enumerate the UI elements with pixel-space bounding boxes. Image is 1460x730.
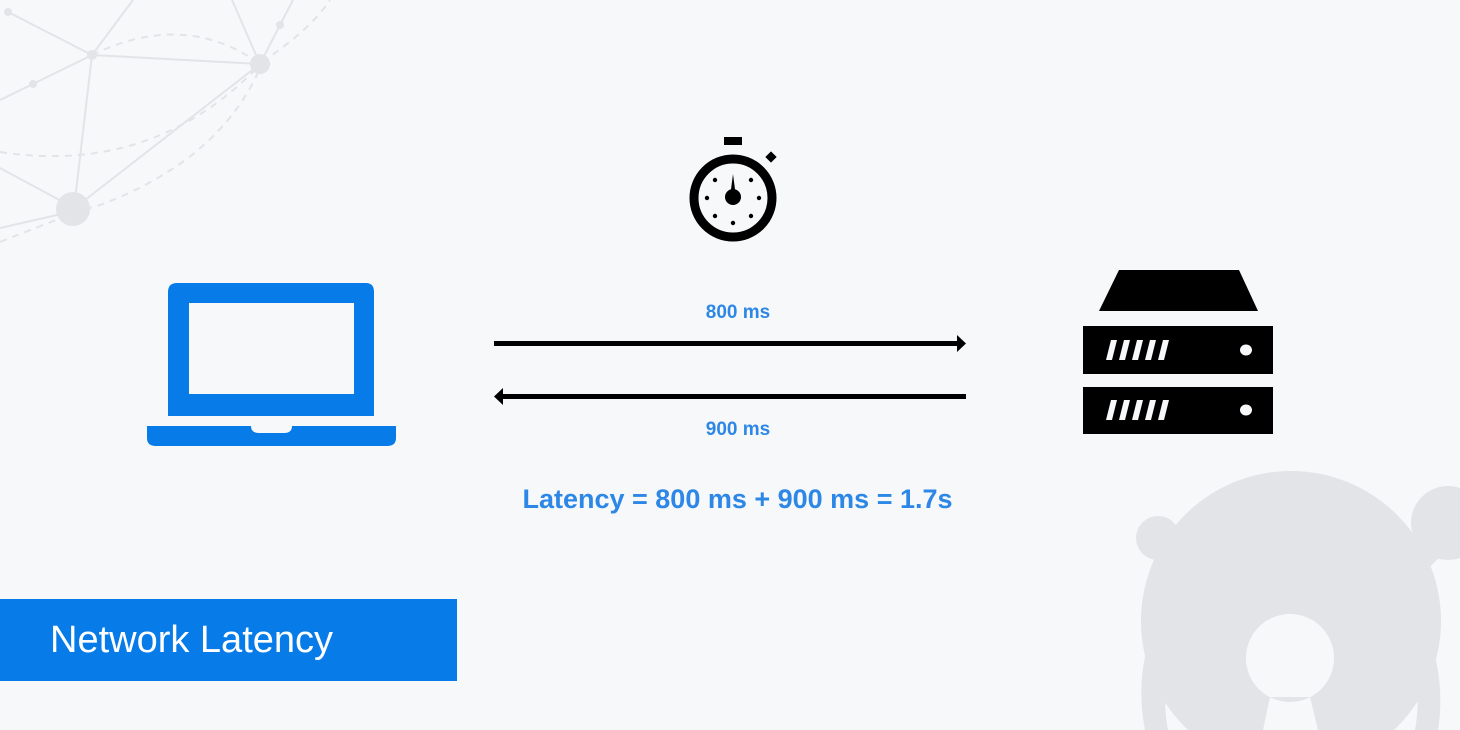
background-network-decoration — [0, 0, 331, 243]
server-icon — [1083, 270, 1273, 434]
latency-formula: Latency = 800 ms + 900 ms = 1.7s — [522, 484, 953, 514]
page-title: Network Latency — [50, 619, 334, 661]
request-arrow-right — [494, 335, 966, 352]
request-latency-label: 800 ms — [705, 302, 771, 323]
title-banner: Network Latency — [0, 599, 457, 681]
response-latency-label: 900 ms — [705, 419, 771, 440]
laptop-icon — [147, 283, 396, 446]
stopwatch-icon — [689, 137, 777, 242]
response-arrow-left — [494, 388, 966, 405]
